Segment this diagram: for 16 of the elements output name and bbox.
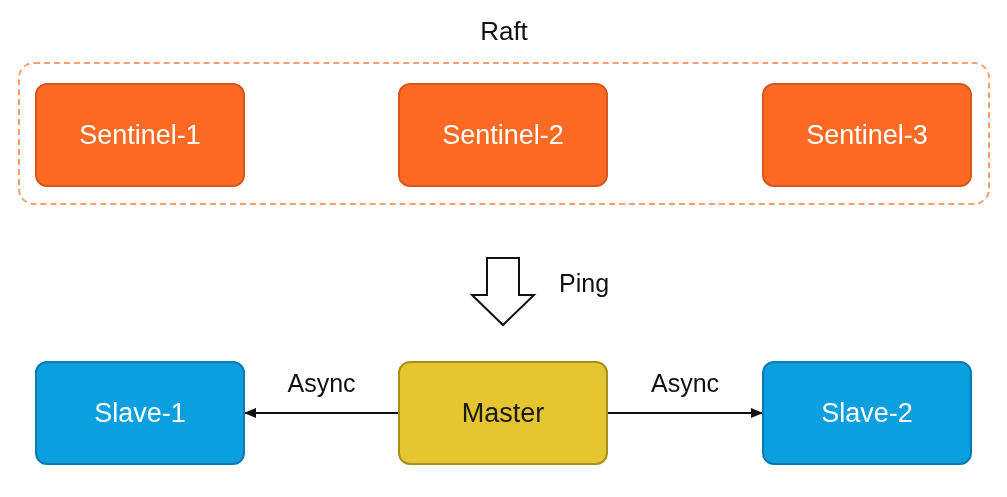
node-label: Slave-1 bbox=[94, 396, 186, 430]
node-label: Sentinel-1 bbox=[79, 118, 201, 152]
process-box bbox=[35, 83, 245, 187]
process-box bbox=[398, 361, 608, 465]
process-box bbox=[762, 83, 972, 187]
process-box bbox=[398, 83, 608, 187]
node-label: Master bbox=[461, 396, 545, 430]
node-label: Slave-2 bbox=[821, 396, 913, 430]
arrow bbox=[244, 408, 399, 418]
node-label: Sentinel-2 bbox=[442, 118, 564, 152]
process-box bbox=[35, 361, 245, 465]
arrow bbox=[607, 408, 763, 418]
process-box bbox=[762, 361, 972, 465]
group-title: Raft bbox=[479, 15, 529, 48]
block-arrow bbox=[469, 257, 537, 327]
node-label: Sentinel-3 bbox=[806, 118, 928, 152]
